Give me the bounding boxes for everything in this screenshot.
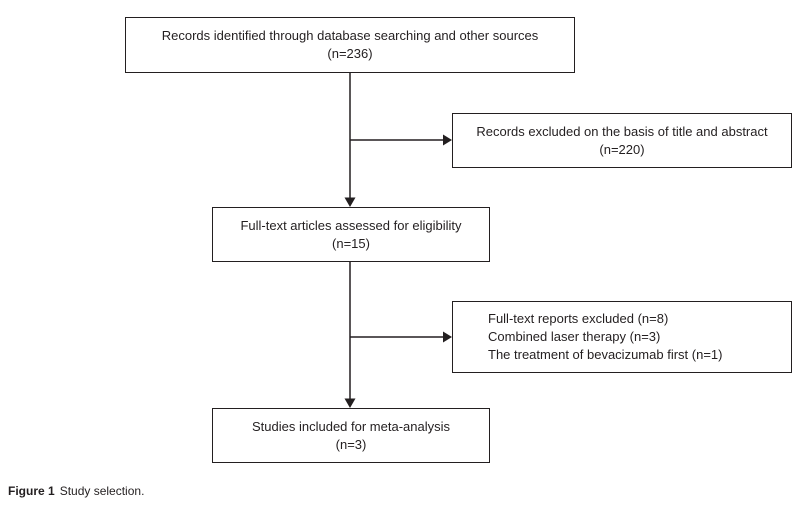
- node-studies-included-label: Studies included for meta-analysis: [252, 418, 450, 434]
- node-records-identified-count: (n=236): [327, 46, 373, 61]
- node-records-identified: Records identified through database sear…: [125, 17, 575, 73]
- node-fulltext-excluded-line-3: The treatment of bevacizumab first (n=1): [488, 347, 723, 362]
- figure-caption-label: Figure 1: [8, 484, 55, 498]
- node-fulltext-excluded-line-1: Full-text reports excluded (n=8): [488, 311, 669, 326]
- arrowhead-right-fulltext-excluded: [443, 331, 452, 343]
- node-records-excluded-title-abstract: Records excluded on the basis of title a…: [452, 113, 792, 168]
- node-fulltext-assessed-count: (n=15): [332, 235, 370, 251]
- node-fulltext-assessed: Full-text articles assessed for eligibil…: [212, 207, 490, 262]
- figure-caption-text: Study selection.: [59, 484, 145, 498]
- arrowhead-down-included: [344, 398, 356, 408]
- node-studies-included-count: (n=3): [335, 436, 367, 452]
- arrowhead-down-assessed: [344, 197, 356, 207]
- node-fulltext-assessed-label: Full-text articles assessed for eligibil…: [240, 217, 462, 233]
- node-studies-included: Studies included for meta-analysis (n=3): [212, 408, 490, 463]
- node-fulltext-excluded-line-2: Combined laser therapy (n=3): [488, 329, 661, 344]
- node-records-excluded-title-abstract-label: Records excluded on the basis of title a…: [476, 123, 768, 139]
- figure-caption: Figure 1 Study selection.: [8, 484, 144, 498]
- node-records-excluded-title-abstract-count: (n=220): [599, 141, 645, 157]
- node-fulltext-excluded: Full-text reports excluded (n=8) Combine…: [452, 301, 792, 373]
- node-records-identified-label: Records identified through database sear…: [161, 28, 539, 43]
- arrowhead-right-excluded-title-abstract: [443, 134, 452, 146]
